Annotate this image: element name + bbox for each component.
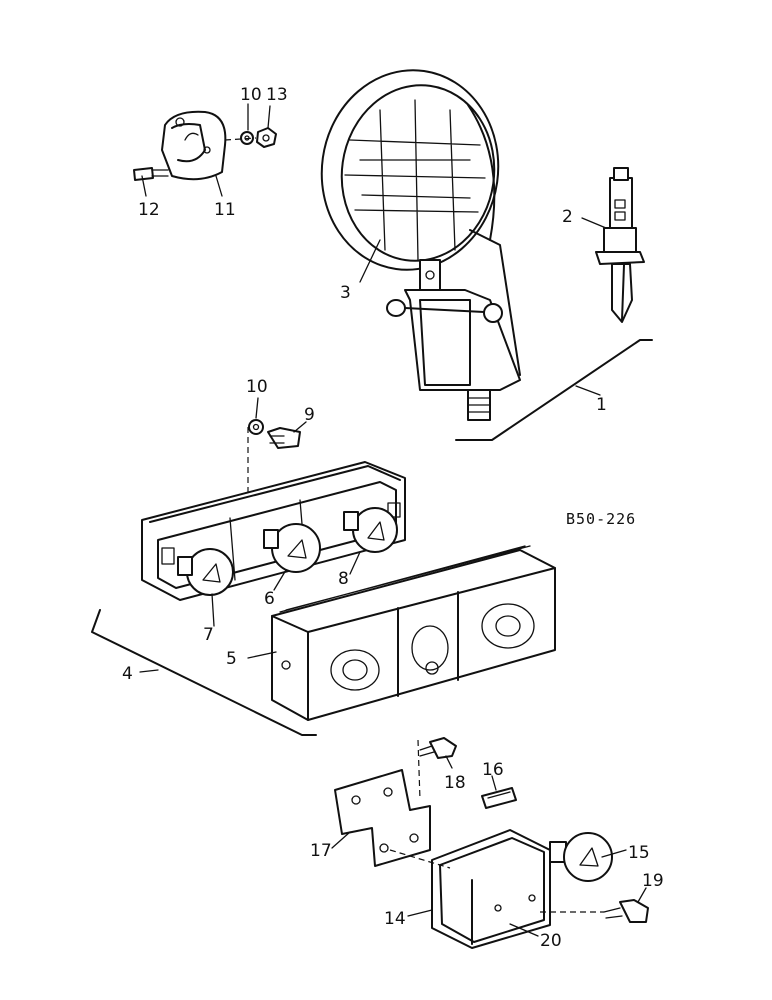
callout-10-mid: 10	[246, 377, 268, 397]
leader-lines	[139, 103, 647, 937]
bulb-15	[549, 832, 613, 882]
callout-8: 8	[338, 569, 349, 589]
callout-16: 16	[482, 760, 504, 780]
callout-19: 19	[642, 871, 664, 891]
plate-lamp	[389, 829, 551, 949]
callout-1: 1	[596, 395, 607, 415]
callout-2: 2	[562, 207, 573, 227]
callout-14: 14	[384, 909, 406, 929]
festoon-bulb	[481, 787, 517, 809]
callout-12: 12	[138, 200, 160, 220]
rear-lamp-lens	[271, 545, 556, 721]
mounting-bracket	[334, 737, 457, 867]
callout-20: 20	[540, 931, 562, 951]
screw-and-washer	[247, 419, 301, 520]
callout-15: 15	[628, 843, 650, 863]
callout-10-top: 10	[240, 85, 262, 105]
assembly-bracket-1	[455, 339, 653, 441]
callout-6: 6	[264, 589, 275, 609]
callout-13: 13	[266, 85, 288, 105]
callout-3: 3	[340, 283, 351, 303]
callout-7: 7	[203, 625, 214, 645]
screw-19	[540, 899, 649, 923]
callout-5: 5	[226, 649, 237, 669]
diagram-code: B50-226	[566, 510, 636, 528]
clamp-assembly	[133, 110, 277, 181]
callout-17: 17	[310, 841, 332, 861]
rear-lamp-housing	[141, 461, 406, 601]
callout-9: 9	[304, 405, 315, 425]
callout-18: 18	[444, 773, 466, 793]
halogen-bulb	[595, 167, 645, 323]
callout-4: 4	[122, 664, 133, 684]
callout-11: 11	[214, 200, 236, 220]
work-lamp	[320, 69, 521, 421]
assembly-bracket-4	[91, 609, 317, 736]
